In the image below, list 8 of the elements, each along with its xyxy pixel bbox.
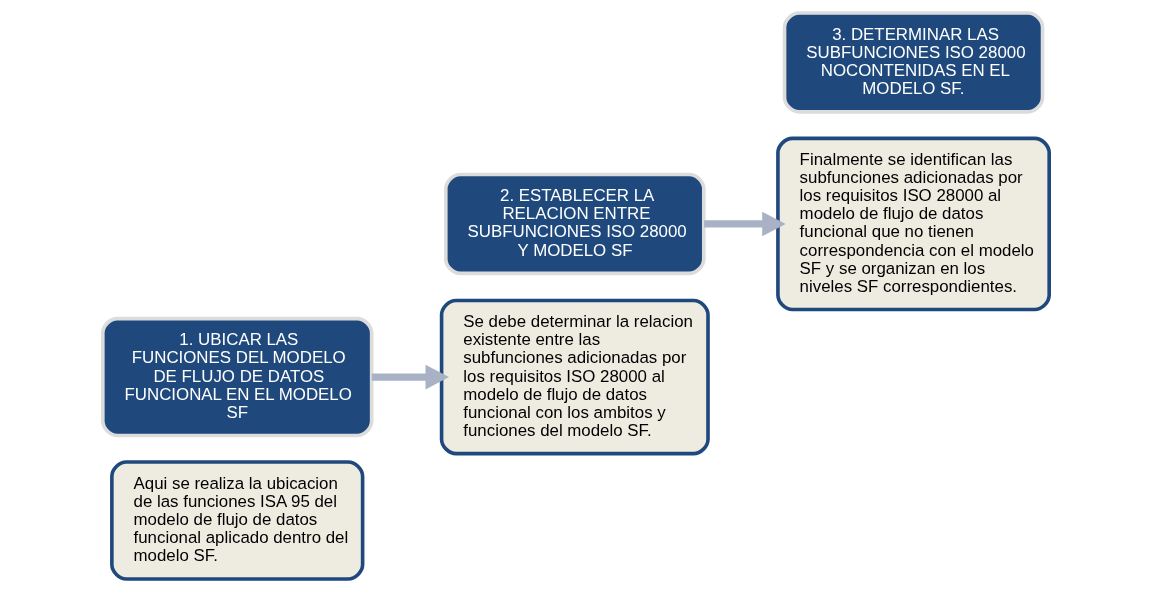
arrow [703,211,786,237]
node-box: Se debe determinar la relacion existente entre las subfunciones adicionadas por los requisitos ISO 28000 al modelo de flujo de datos funcional con los ambitos y funciones del modelo SF. [439,298,710,456]
arrow [371,364,449,390]
node-box: Finalmente se identifican las subfunciones adicionadas por los requisitos ISO 28000 al modelo de flujo de datos funcional que no tienen correspondencia con el modelo SF y se organizan en los niveles SF correspondientes. [775,136,1051,312]
node-box: 2. ESTABLECER LA RELACION ENTRE SUBFUNCIONES ISO 28000 Y MODELO SF [443,172,706,276]
node-box: 3. DETERMINAR LAS SUBFUNCIONES ISO 28000 NOCONTENIDAS EN EL MODELO SF. [782,11,1044,114]
node-box: 1. UBICAR LAS FUNCIONES DEL MODELO DE FLUJO DE DATOS FUNCIONAL EN EL MODELO SF [100,316,373,438]
node-box: Aqui se realiza la ubicacion de las funciones ISA 95 del modelo de flujo de datos funcional aplicado dentro del modelo SF. [109,460,364,581]
